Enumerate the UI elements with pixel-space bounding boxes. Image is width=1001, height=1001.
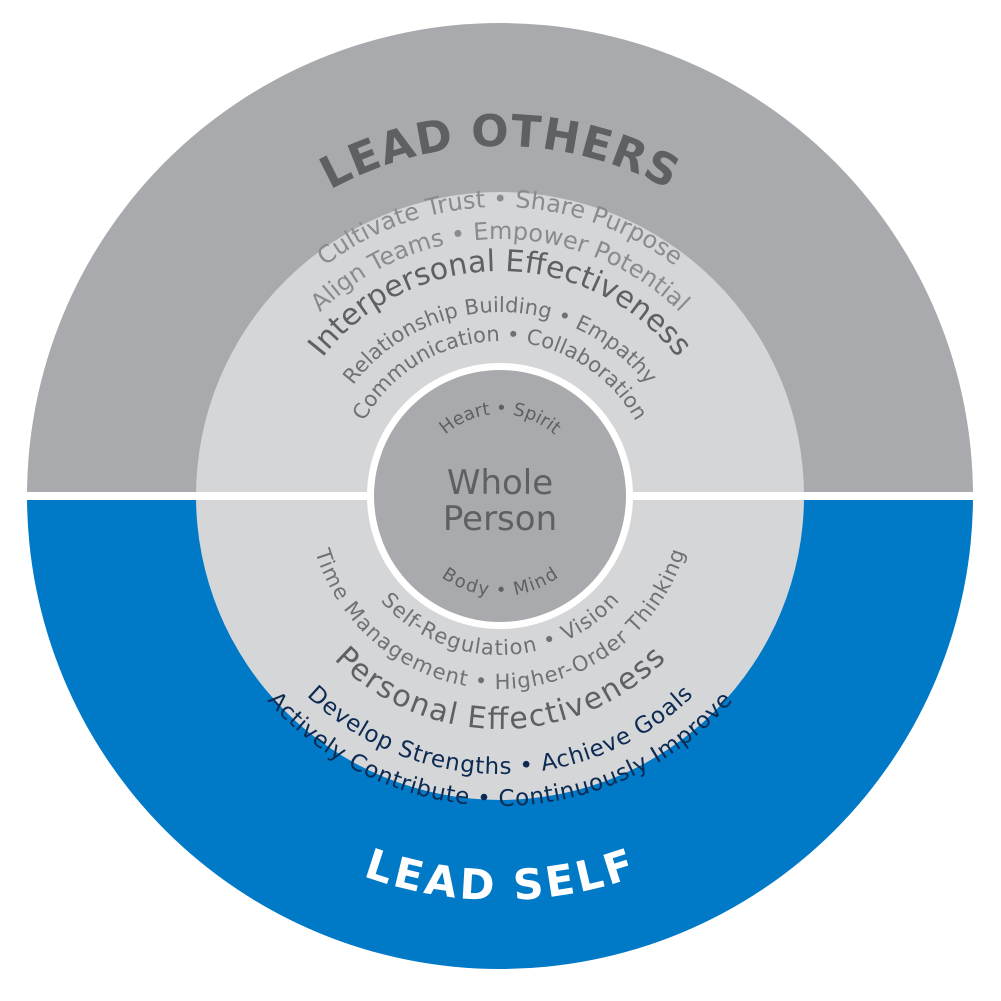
whole-person-title-line-1: Whole [447,463,553,503]
whole-person-title-line-2: Person [443,499,557,539]
center-circle [374,370,626,622]
